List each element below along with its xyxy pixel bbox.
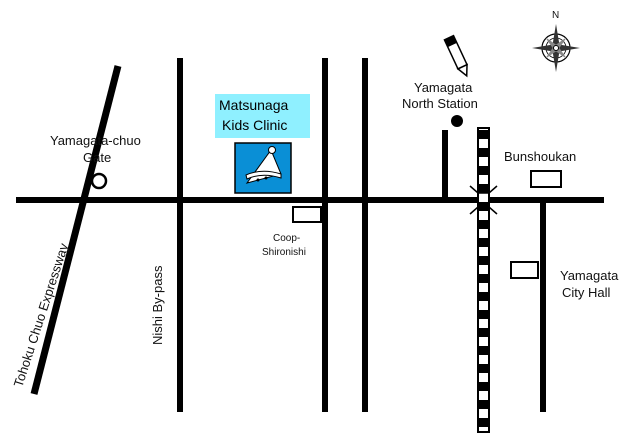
coop-label-line2: Shironishi — [262, 247, 306, 258]
gate-label-line2: Gate — [83, 150, 111, 165]
railway-crossing — [469, 185, 498, 215]
bunshoukan-box — [530, 170, 562, 188]
expressway-road — [30, 65, 122, 395]
station-label-line1: Yamagata — [414, 80, 473, 95]
compass-north-label: N — [552, 10, 559, 21]
bunshoukan-label: Bunshoukan — [504, 149, 576, 164]
bypass-label: Nishi By-pass — [150, 265, 165, 345]
coop-shironishi-box — [292, 206, 322, 223]
gate-label-line1: Yamagata-chuo — [50, 133, 141, 148]
gate-marker — [90, 172, 108, 190]
pencil-icon — [443, 34, 469, 78]
clinic-name-line2: Kids Clinic — [222, 117, 287, 133]
clinic-label-box — [215, 94, 310, 138]
city-hall-label-line1: Yamagata — [560, 268, 619, 283]
railway-line — [477, 127, 490, 433]
city-hall-label-line2: City Hall — [562, 285, 611, 300]
clinic-logo-icon — [234, 142, 292, 194]
compass-rose-icon — [532, 24, 580, 72]
city-hall-box — [510, 261, 539, 279]
clinic-name-line1: Matsunaga — [219, 97, 288, 113]
coop-label-line1: Coop- — [273, 233, 300, 244]
station-marker — [451, 115, 463, 127]
station-label-line2: North Station — [402, 96, 478, 111]
